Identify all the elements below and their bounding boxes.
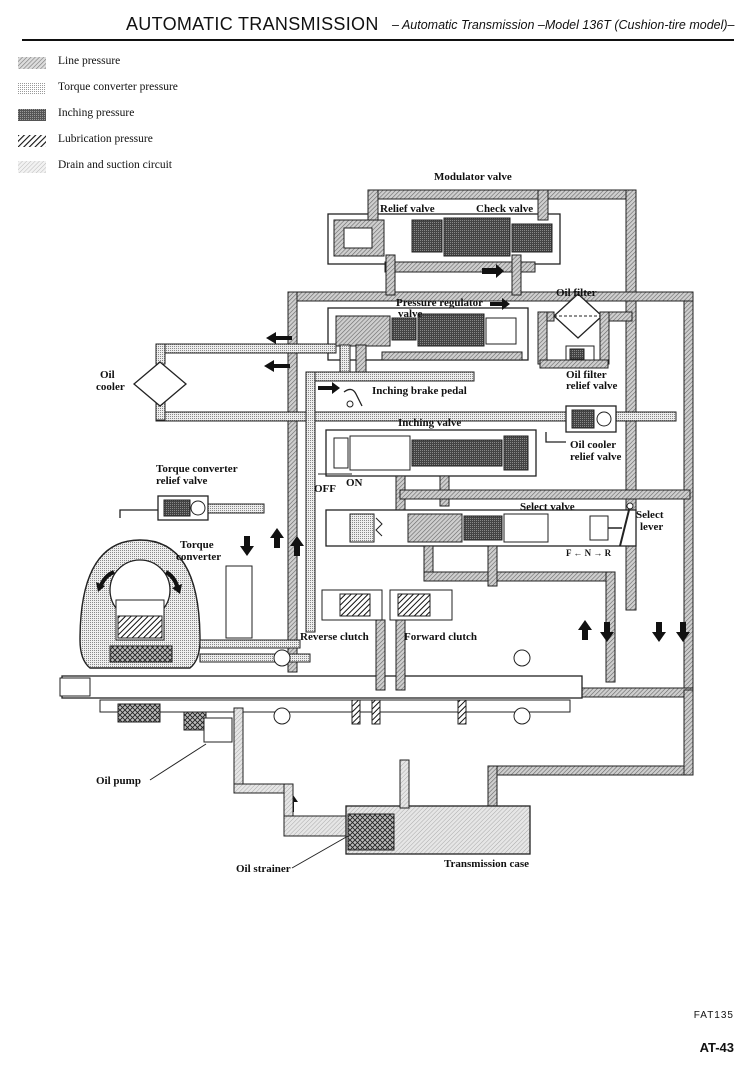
inching-pressure-swatch (18, 109, 46, 121)
page-header: AUTOMATIC TRANSMISSION – Automatic Trans… (22, 12, 735, 41)
select-valve (325, 489, 691, 683)
label-oil-filter-relief-2: relief valve (566, 380, 618, 392)
legend-item-lubrication-pressure: Lubrication pressure (18, 133, 278, 148)
label-select-lever-1: Select (636, 509, 664, 521)
oil-filter (537, 293, 633, 369)
label-oil-filter: Oil filter (556, 287, 597, 299)
label-oil-cooler-relief-1: Oil cooler (570, 439, 616, 451)
label-oil-filter-relief-1: Oil filter (566, 369, 607, 381)
page-number: AT-43 (699, 1040, 734, 1055)
label-torque-converter-2: converter (176, 551, 221, 563)
label-forward-clutch: Forward clutch (404, 631, 477, 643)
torque-converter (79, 539, 311, 669)
label-relief-valve: Relief valve (380, 203, 435, 215)
label-oil-cooler-relief-2: relief valve (570, 451, 622, 463)
label-inching-brake-pedal: Inching brake pedal (372, 385, 467, 397)
legend-label: Inching pressure (58, 107, 135, 119)
label-check-valve: Check valve (476, 203, 533, 215)
inching-valve (305, 371, 537, 633)
label-oil-cooler-2: cooler (96, 381, 125, 393)
label-select-valve: Select valve (520, 501, 575, 513)
label-oil-cooler-1: Oil (100, 369, 115, 381)
transmission-case (291, 759, 531, 869)
clutches (321, 589, 453, 691)
oil-cooler-relief-valve (545, 405, 617, 443)
line-pressure-circuit (287, 189, 694, 813)
label-select-lever-2: lever (640, 521, 663, 533)
pressure-regulator-valve (327, 298, 529, 374)
figure-code: FAT135 (693, 1010, 734, 1021)
label-oil-strainer: Oil strainer (236, 863, 291, 875)
lube-pressure-swatch (18, 135, 46, 147)
label-torque-converter-1: Torque (180, 539, 214, 551)
flow-arrows (240, 528, 690, 812)
torque-converter-relief-valve (119, 495, 265, 521)
label-f-n-r: F ← N → R (566, 548, 612, 558)
transmission-body (59, 565, 583, 731)
label-oil-pump: Oil pump (96, 775, 141, 787)
legend-item-line-pressure: Line pressure (18, 55, 278, 70)
label-transmission-case: Transmission case (444, 858, 529, 870)
oil-cooler (132, 332, 677, 422)
drain-circuit-swatch (18, 161, 46, 173)
label-tc-relief-2: relief valve (156, 475, 208, 487)
label-reverse-clutch: Reverse clutch (300, 631, 369, 643)
page-title: AUTOMATIC TRANSMISSION (126, 14, 379, 34)
legend-item-inching-pressure: Inching pressure (18, 107, 278, 122)
legend-label: Drain and suction circuit (58, 159, 173, 171)
tc-pressure-swatch (18, 83, 46, 95)
label-modulator-valve: Modulator valve (434, 171, 512, 183)
label-pressure-regulator-1: Pressure regulator (396, 297, 483, 309)
legend-label: Line pressure (58, 55, 121, 67)
header-rule (22, 39, 734, 41)
legend-item-torque-converter-pressure: Torque converter pressure (18, 81, 278, 96)
legend-item-drain-suction: Drain and suction circuit (18, 159, 278, 174)
legend-label: Torque converter pressure (58, 81, 178, 93)
oil-pump (149, 707, 349, 837)
label-tc-relief-1: Torque converter (156, 463, 238, 475)
page-subtitle: – Automatic Transmission –Model 136T (Cu… (392, 18, 735, 32)
label-pressure-regulator-2: valve (398, 308, 423, 320)
line-pressure-swatch (18, 57, 46, 69)
legend-label: Lubrication pressure (58, 133, 153, 145)
label-inching-valve: Inching valve (398, 417, 461, 429)
label-off: OFF (314, 483, 336, 495)
label-on: ON (346, 477, 363, 489)
